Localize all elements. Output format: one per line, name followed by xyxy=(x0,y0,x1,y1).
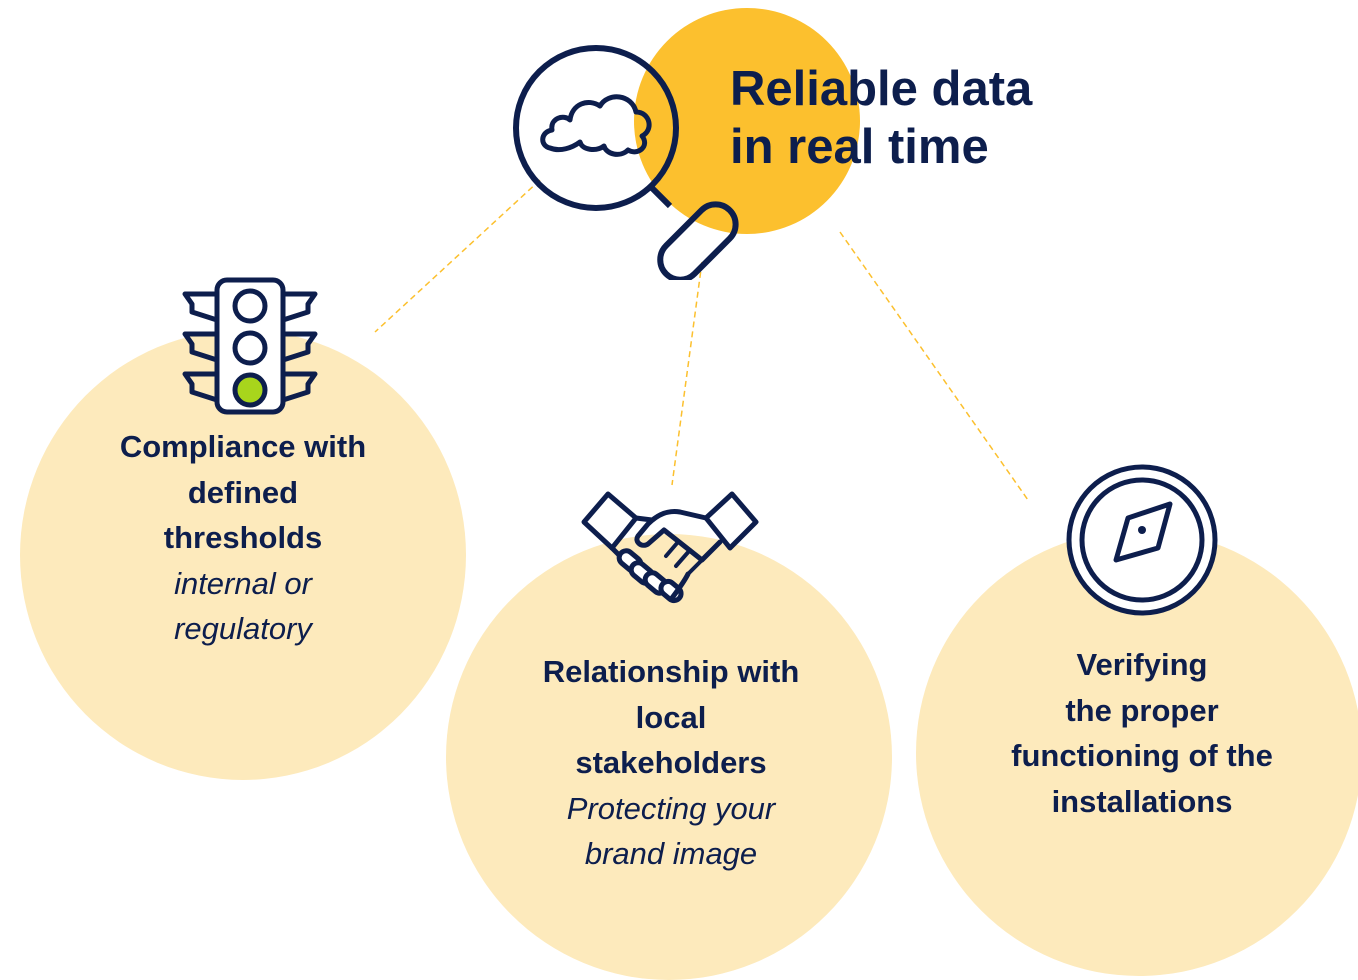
label-verifying: Verifying the proper functioning of the … xyxy=(940,642,1344,824)
connector-line-right xyxy=(839,231,1029,501)
compliance-subtitle-line-1: internal or xyxy=(174,565,312,601)
verifying-title-line-1: Verifying xyxy=(1076,647,1208,682)
connector-line-middle xyxy=(671,261,703,486)
compass-icon xyxy=(1066,464,1218,616)
verifying-title-line-3: functioning of the xyxy=(1011,738,1273,773)
traffic-light-icon xyxy=(182,277,318,415)
circle-relationship xyxy=(446,534,892,980)
relationship-title-line-3: stakeholders xyxy=(575,745,767,780)
handshake-icon xyxy=(581,491,759,604)
title-line-2: in real time xyxy=(730,120,989,174)
magnifying-glass-cloud-icon xyxy=(513,45,739,280)
title-line-1: Reliable data xyxy=(730,62,1033,116)
connector-line-left xyxy=(374,179,541,333)
label-compliance: Compliance with defined thresholds inter… xyxy=(40,424,446,652)
label-relationship: Relationship with local stakeholders Pro… xyxy=(466,649,876,877)
compliance-title-line-3: thresholds xyxy=(163,520,323,555)
relationship-subtitle-line-2: brand image xyxy=(584,836,758,871)
compliance-title-line-2: defined xyxy=(187,474,299,510)
compliance-subtitle-line-2: regulatory xyxy=(174,611,312,646)
relationship-title-line-2: local xyxy=(635,699,707,735)
page-title: Reliable data in real time xyxy=(730,60,1150,176)
relationship-subtitle-line-1: Protecting your xyxy=(566,790,776,826)
compliance-title-line-1: Compliance with xyxy=(119,429,367,464)
verifying-title-line-4: installations xyxy=(1051,783,1233,819)
verifying-title-line-2: the proper xyxy=(1065,692,1219,728)
relationship-title-line-1: Relationship with xyxy=(542,654,800,689)
header-accent-disc xyxy=(634,8,860,234)
